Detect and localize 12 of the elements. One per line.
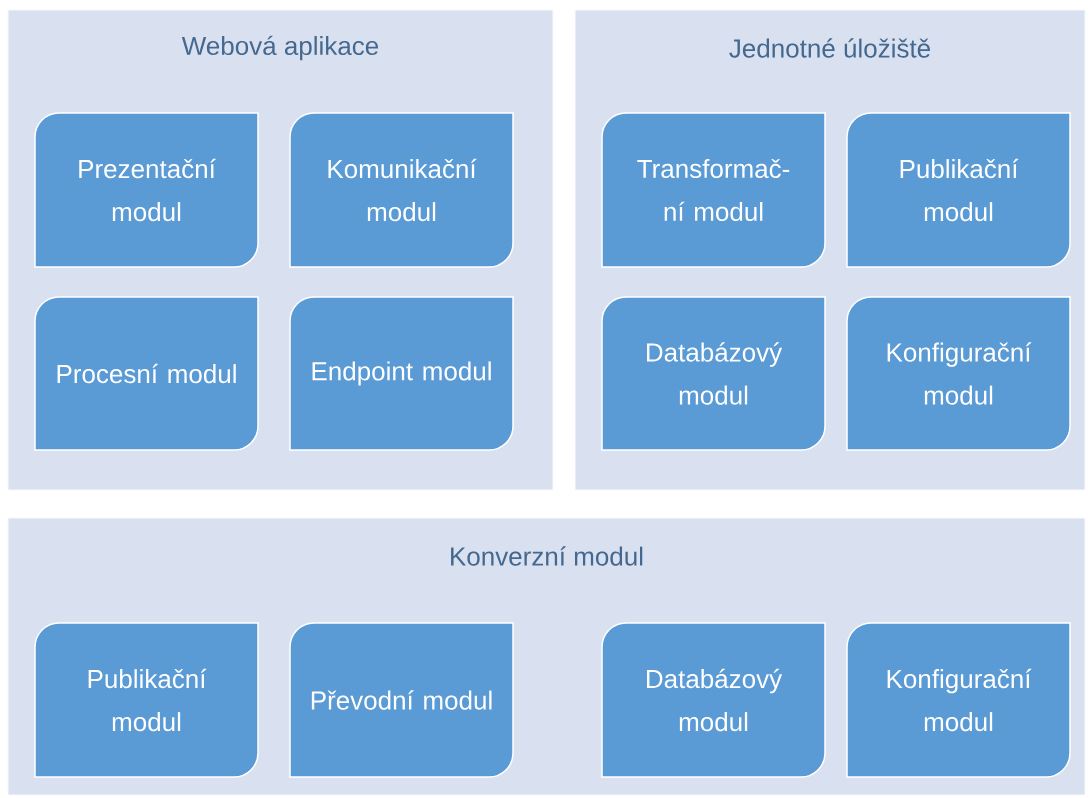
module-box: Databázový modul (601, 622, 826, 778)
module-box: Převodní modul (289, 622, 514, 778)
module-box: Publikační modul (34, 622, 259, 778)
module-box: Konfigurační modul (846, 296, 1071, 451)
module-box: Prezentační modul (34, 112, 259, 268)
module-box: Endpoint modul (289, 296, 514, 451)
module-box: Databázový modul (601, 296, 826, 451)
module-box: Transformač- ní modul (601, 112, 826, 268)
module-box: Procesní modul (34, 296, 259, 451)
module-box: Komunikační modul (289, 112, 514, 268)
module-box: Konfigurační modul (846, 622, 1071, 778)
module-box: Publikační modul (846, 112, 1071, 268)
